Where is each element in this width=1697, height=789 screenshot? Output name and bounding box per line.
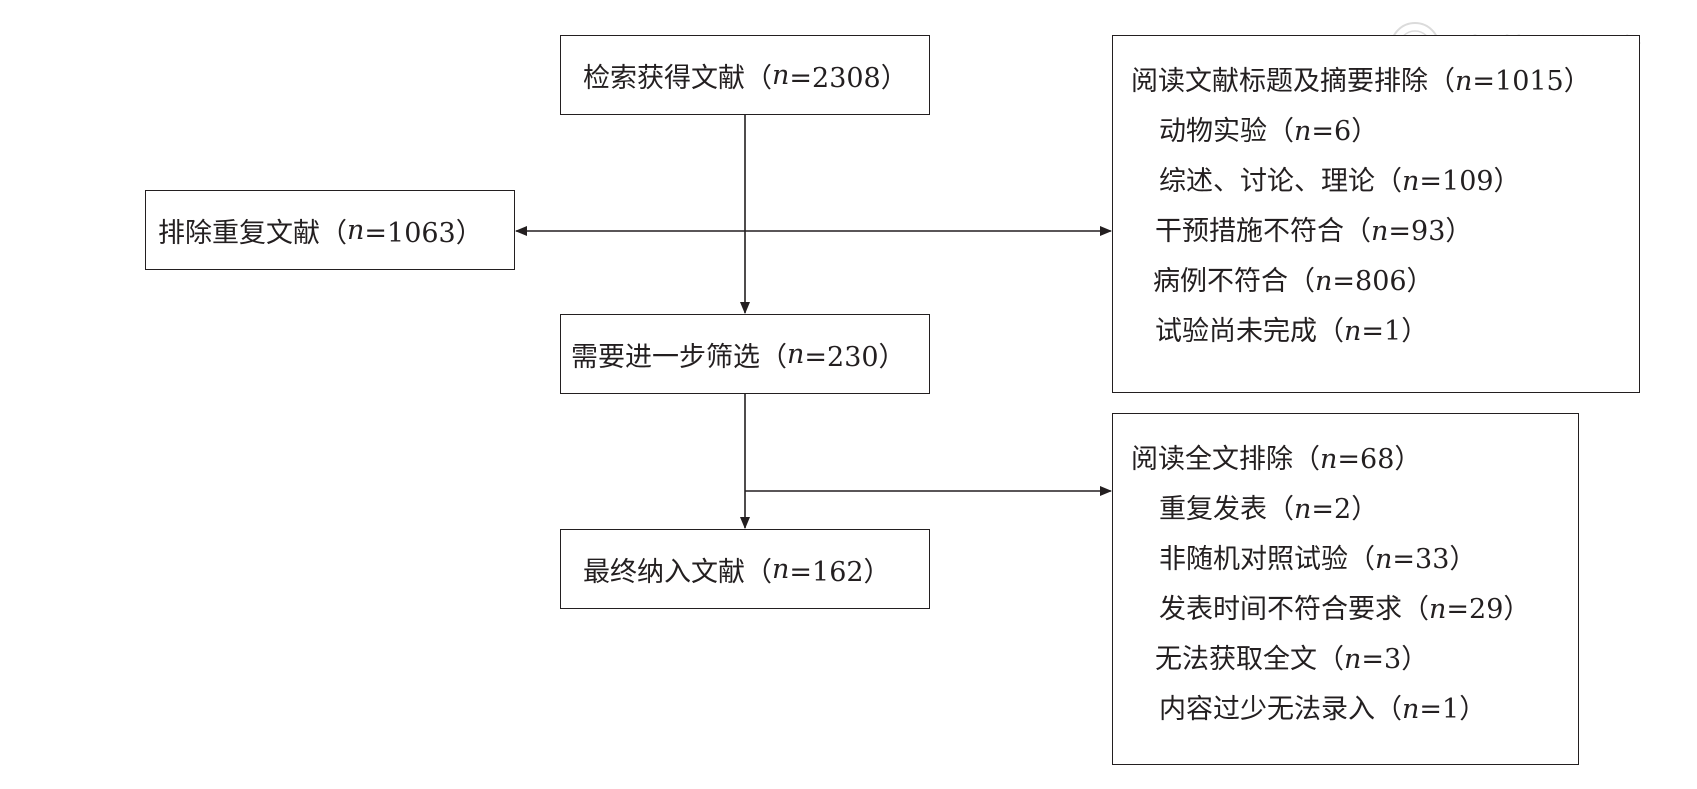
screen-value: =230） bbox=[804, 341, 906, 373]
search-value: =2308） bbox=[789, 62, 908, 94]
abstract-exclusion-box: 阅读文献标题及摘要排除（n=1015） 动物实验（n=6） 综述、讨论、理论（n… bbox=[1112, 35, 1640, 393]
duplicates-n: n bbox=[347, 214, 365, 246]
final-box: 最终纳入文献（n=162） bbox=[560, 529, 930, 609]
abstract-exclusion-item: 病例不符合（n=806） bbox=[1153, 266, 1434, 297]
fulltext-exclusion-item: 非随机对照试验（n=33） bbox=[1159, 544, 1477, 575]
abstract-exclusion-item: 试验尚未完成（n=1） bbox=[1155, 316, 1429, 347]
fulltext-exclusion-item: 重复发表（n=2） bbox=[1159, 494, 1379, 525]
fulltext-exclusion-item: 无法获取全文（n=3） bbox=[1155, 644, 1429, 675]
final-value: =162） bbox=[789, 556, 891, 588]
abstract-exclusion-title: 阅读文献标题及摘要排除（n=1015） bbox=[1131, 66, 1591, 97]
abstract-exclusion-item: 干预措施不符合（n=93） bbox=[1155, 216, 1473, 247]
final-label: 最终纳入文献（ bbox=[583, 556, 772, 588]
abstract-exclusion-item: 动物实验（n=6） bbox=[1159, 116, 1379, 147]
fulltext-exclusion-box: 阅读全文排除（n=68） 重复发表（n=2） 非随机对照试验（n=33） 发表时… bbox=[1112, 413, 1579, 765]
screen-n: n bbox=[787, 338, 805, 370]
screen-box: 需要进一步筛选（n=230） bbox=[560, 314, 930, 394]
fulltext-exclusion-item: 内容过少无法录入（n=1） bbox=[1159, 694, 1487, 725]
search-label: 检索获得文献（ bbox=[583, 62, 772, 94]
fulltext-exclusion-title: 阅读全文排除（n=68） bbox=[1131, 444, 1422, 475]
duplicates-value: =1063） bbox=[364, 217, 483, 249]
duplicates-box: 排除重复文献（n=1063） bbox=[145, 190, 515, 270]
search-n: n bbox=[772, 59, 790, 91]
duplicates-label: 排除重复文献（ bbox=[158, 217, 347, 249]
abstract-exclusion-item: 综述、讨论、理论（n=109） bbox=[1159, 166, 1521, 197]
fulltext-exclusion-item: 发表时间不符合要求（n=29） bbox=[1159, 594, 1531, 625]
final-n: n bbox=[772, 553, 790, 585]
search-box: 检索获得文献（n=2308） bbox=[560, 35, 930, 115]
screen-label: 需要进一步筛选（ bbox=[571, 341, 787, 373]
